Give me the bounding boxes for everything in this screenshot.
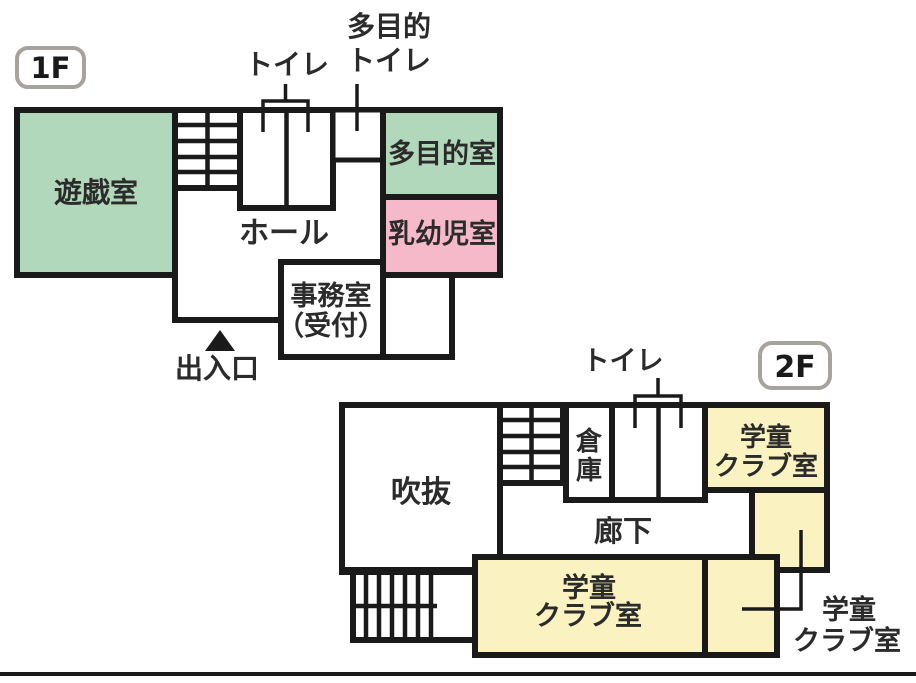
label-toilet-2f: トイレ xyxy=(583,346,664,377)
room-club-b xyxy=(472,554,708,658)
label-club-c-line2: クラブ室 xyxy=(793,625,901,657)
room-playroom xyxy=(14,107,178,278)
label-entrance: 出入口 xyxy=(175,352,259,385)
label-club-b-line2: クラブ室 xyxy=(534,600,642,632)
label-corridor: 廊下 xyxy=(594,514,652,548)
label-multipurpose-toilet-line2: トイレ xyxy=(347,44,431,77)
club-c-leader-line xyxy=(742,530,803,611)
label-club-c-line1: 学童 xyxy=(822,594,876,626)
label-storage-char2: 庫 xyxy=(576,456,602,486)
floor-1f-badge xyxy=(15,46,86,89)
toilet-stalls-1f xyxy=(237,107,336,211)
label-club-a-line2: クラブ室 xyxy=(714,451,818,482)
label-multipurpose-toilet-line1: 多目的 xyxy=(347,10,431,43)
bottom-divider xyxy=(0,672,916,676)
entrance-arrow-icon xyxy=(205,330,235,351)
label-club-a-line1: 学童 xyxy=(740,422,792,453)
toilet-stalls-2f xyxy=(609,402,708,503)
floor-2f-badge xyxy=(758,341,832,390)
room-club-a xyxy=(702,402,830,493)
room-multipurpose xyxy=(380,107,503,200)
floor-1f-plan: 1F xyxy=(14,10,503,385)
floor-2f-plan: 2F xyxy=(339,341,901,658)
stairs-2f xyxy=(497,402,566,486)
label-office-line2: （受付） xyxy=(277,310,385,342)
label-infant-room: 乳幼児室 xyxy=(388,218,496,250)
label-playroom: 遊戯室 xyxy=(54,176,138,209)
label-club-b-line1: 学童 xyxy=(562,572,616,604)
label-hall: ホール xyxy=(239,216,329,251)
label-storage-char1: 倉 xyxy=(575,426,603,457)
floor-1f-badge-label: 1F xyxy=(31,51,71,85)
stairs-1f xyxy=(172,107,243,191)
label-multipurpose-room: 多目的室 xyxy=(388,138,496,170)
room-club-c-upper xyxy=(749,487,830,573)
label-atrium: 吹抜 xyxy=(391,475,451,510)
room-side-unlabeled-1f xyxy=(380,272,455,360)
room-atrium xyxy=(339,402,503,573)
floor-2f-badge-label: 2F xyxy=(774,350,815,385)
room-club-c-compartment xyxy=(702,554,780,658)
label-office-line1: 事務室 xyxy=(291,280,372,312)
hatch-area-2f xyxy=(350,569,478,643)
label-toilet-1f: トイレ xyxy=(245,48,329,81)
